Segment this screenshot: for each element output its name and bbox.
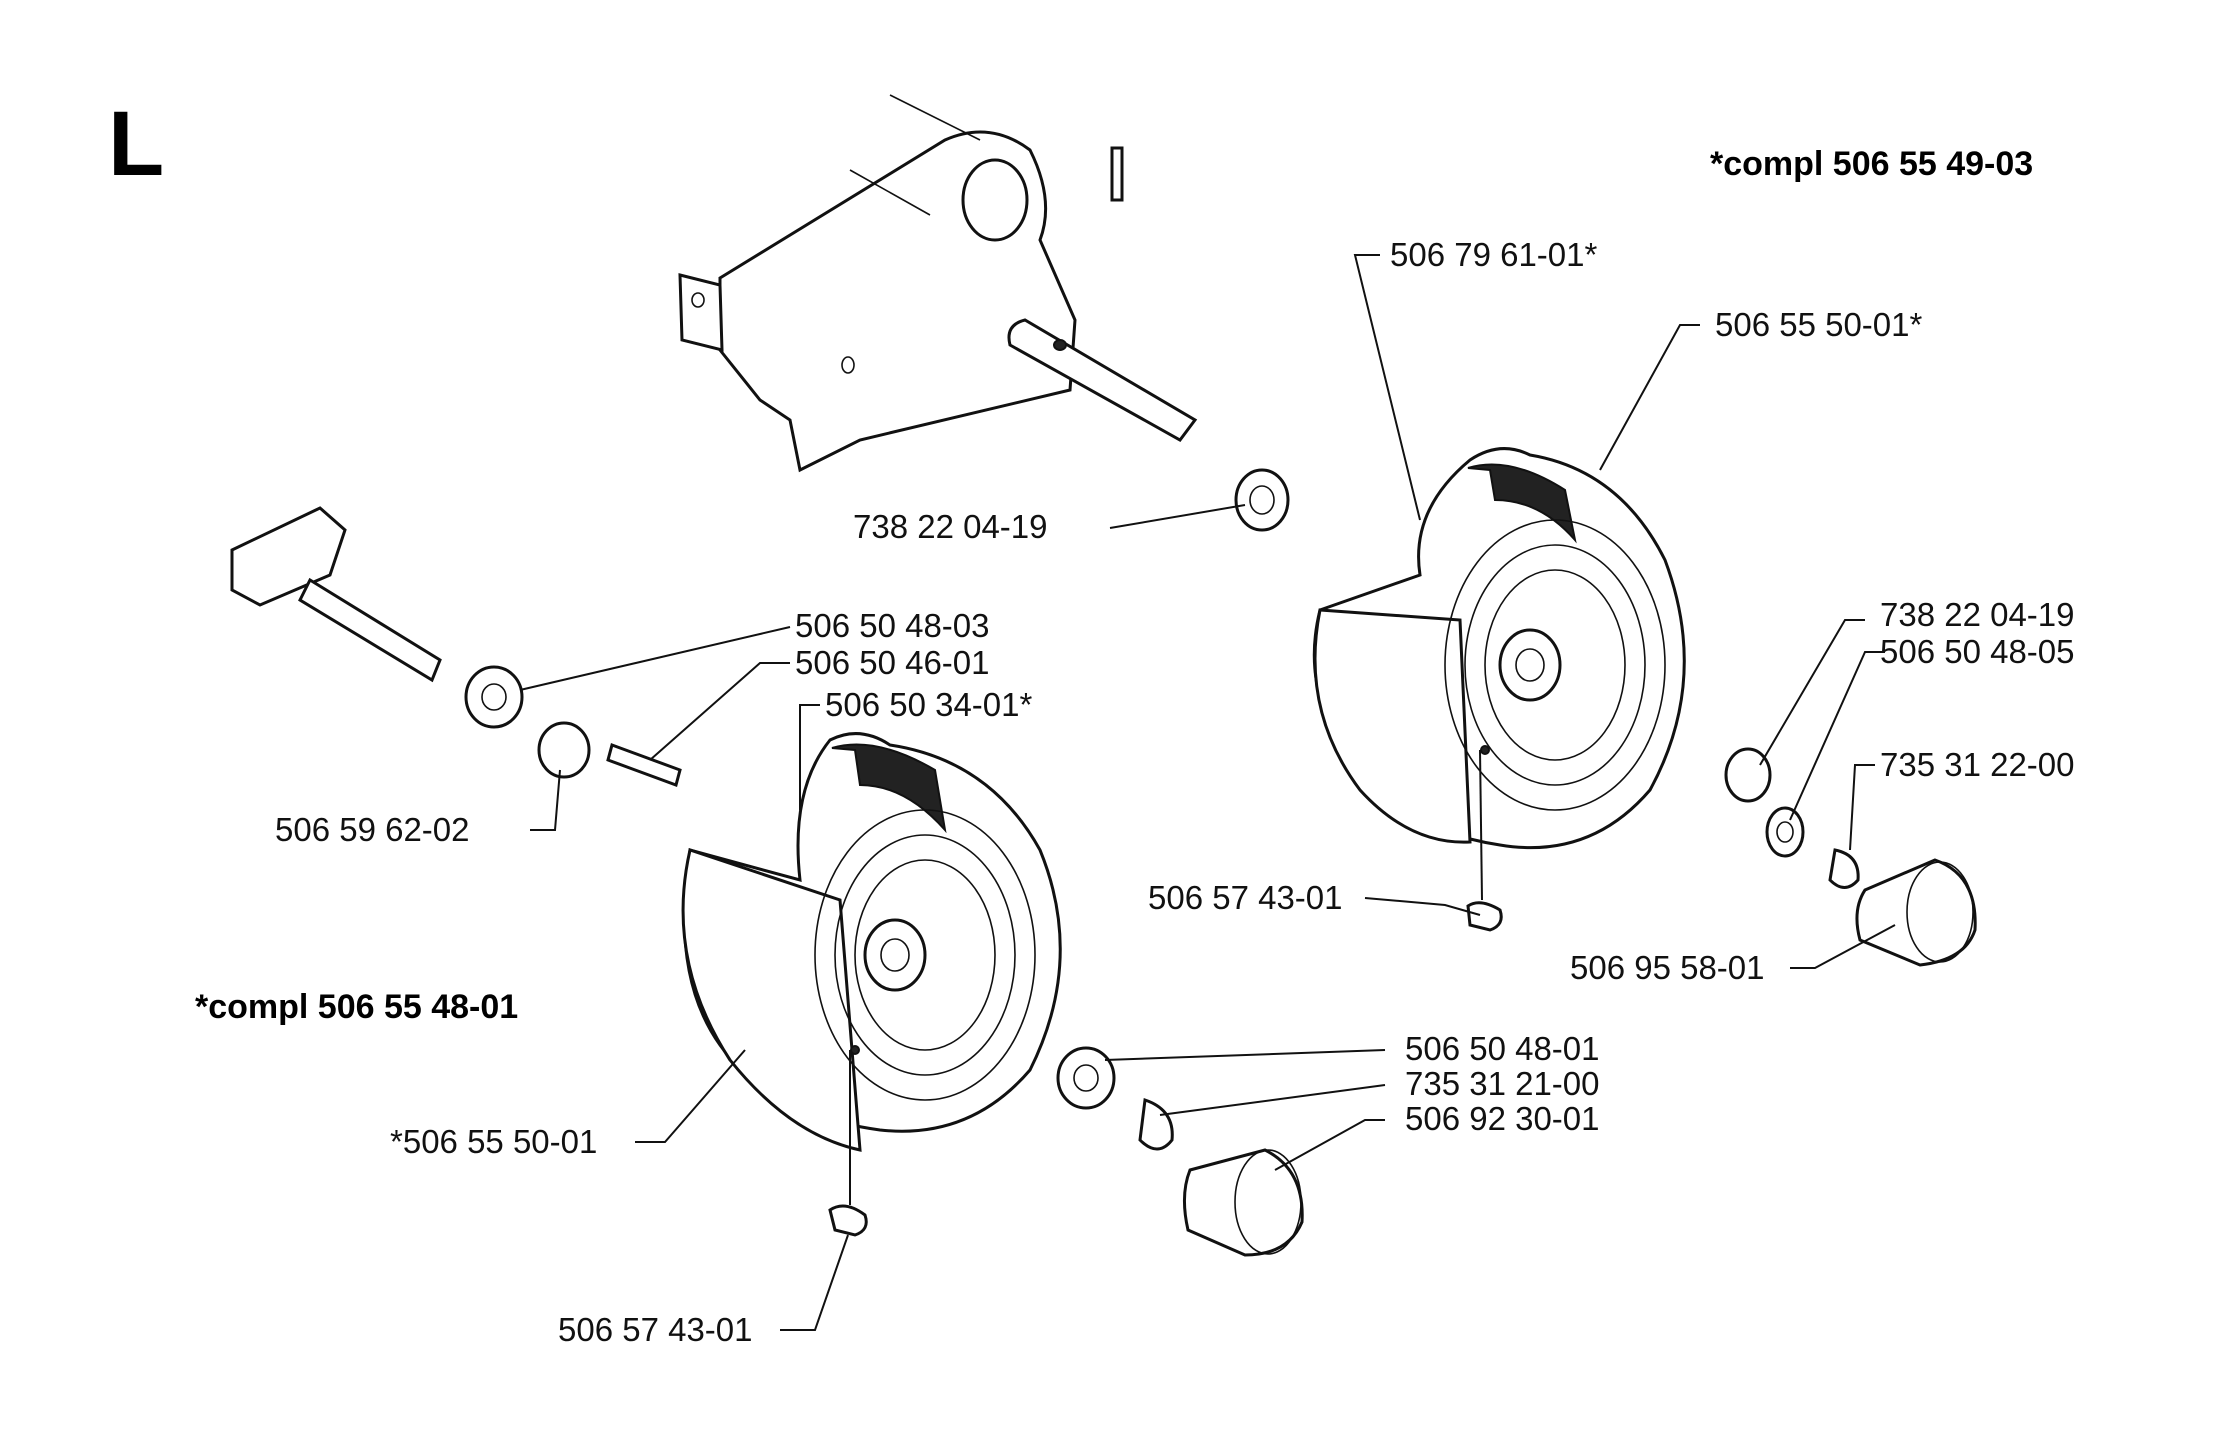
axle-bracket xyxy=(678,94,1290,532)
right-wheel xyxy=(1312,447,1977,967)
washer-right xyxy=(1765,806,1805,858)
part-label: 506 79 61-01* xyxy=(1390,236,1598,273)
clip-right xyxy=(1828,848,1860,889)
part-label: 735 31 22-00 xyxy=(1880,746,2075,783)
part-label: 738 22 04-19 xyxy=(853,508,1048,545)
bushing-left xyxy=(537,721,591,779)
part-label: 506 50 48-05 xyxy=(1880,633,2075,670)
assembly-label-right: *compl 506 55 49-03 xyxy=(1710,145,2033,183)
part-label: *506 55 50-01 xyxy=(390,1123,597,1160)
bearing-right xyxy=(1724,747,1772,803)
part-label: 506 55 50-01* xyxy=(1715,306,1923,343)
part-label: 506 50 48-01 xyxy=(1405,1030,1600,1067)
cap-left xyxy=(1183,1148,1304,1257)
part-label: 506 50 34-01* xyxy=(825,686,1033,723)
part-label: 735 31 21-00 xyxy=(1405,1065,1600,1102)
part-label: 506 92 30-01 xyxy=(1405,1100,1600,1137)
hub-right xyxy=(1498,628,1562,702)
part-label: 506 57 43-01 xyxy=(1148,879,1343,916)
washer-left-outer xyxy=(1056,1046,1116,1110)
section-letter: L xyxy=(108,93,164,195)
part-label: 506 57 43-01 xyxy=(558,1311,753,1348)
part-label: 738 22 04-19 xyxy=(1880,596,2075,633)
part-labels: 738 22 04-19 506 79 61-01* 506 55 50-01*… xyxy=(275,236,2075,1348)
clamp-block xyxy=(230,506,347,607)
hub-left xyxy=(863,918,927,992)
key-left xyxy=(606,743,682,787)
part-label: 506 95 58-01 xyxy=(1570,949,1765,986)
valve-right xyxy=(1466,901,1503,932)
part-label: 506 50 48-03 xyxy=(795,607,990,644)
left-wheel xyxy=(230,506,1304,1257)
part-label: 506 50 46-01 xyxy=(795,644,990,681)
valve-left xyxy=(828,1204,868,1237)
assembly-label-left: *compl 506 55 48-01 xyxy=(195,988,518,1026)
leader-lines xyxy=(519,254,1896,1331)
clip-left xyxy=(1138,1097,1174,1151)
cap-right xyxy=(1855,858,1977,967)
assembly-labels: *compl 506 55 49-03 *compl 506 55 48-01 xyxy=(195,145,2033,1026)
bearing-upper xyxy=(1234,468,1290,532)
washer-left-inner xyxy=(464,665,524,729)
part-label: 506 59 62-02 xyxy=(275,811,470,848)
